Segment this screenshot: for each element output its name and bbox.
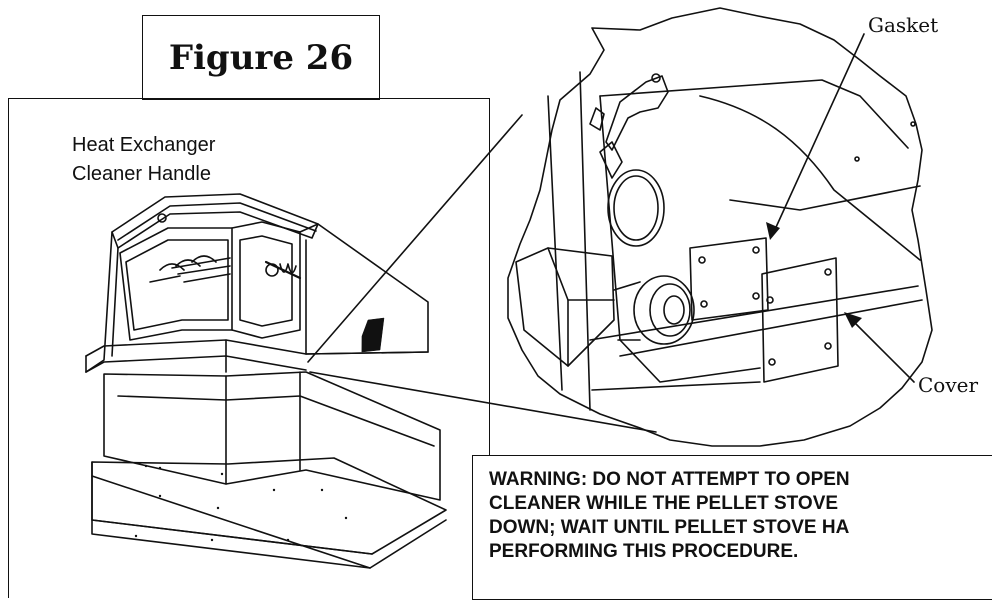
warning-line-1: WARNING: DO NOT ATTEMPT TO OPEN [489,469,850,490]
warning-line-2: CLEANER WHILE THE PELLET STOVE [489,493,839,514]
magnification-lines [307,114,657,433]
handle-label: Heat Exchanger Cleaner Handle [72,131,312,189]
figure-title: Figure 26 [142,15,380,100]
cover-label: Cover [918,373,979,397]
handle-label-line-2: Cleaner Handle [72,163,211,185]
warning-line-3: DOWN; WAIT UNTIL PELLET STOVE HA [489,517,850,538]
warning-box: WARNING: DO NOT ATTEMPT TO OPEN CLEANER … [472,455,992,600]
leader-lines [771,33,915,383]
handle-label-line-1: Heat Exchanger [72,134,216,156]
stove-overview [85,193,447,569]
gasket-arrowhead [766,222,780,240]
detail-view [507,7,933,447]
gasket-label: Gasket [868,13,939,37]
warning-line-4: PERFORMING THIS PROCEDURE. [489,541,799,562]
overview-frame [8,98,490,598]
cover-arrowhead [844,312,862,328]
